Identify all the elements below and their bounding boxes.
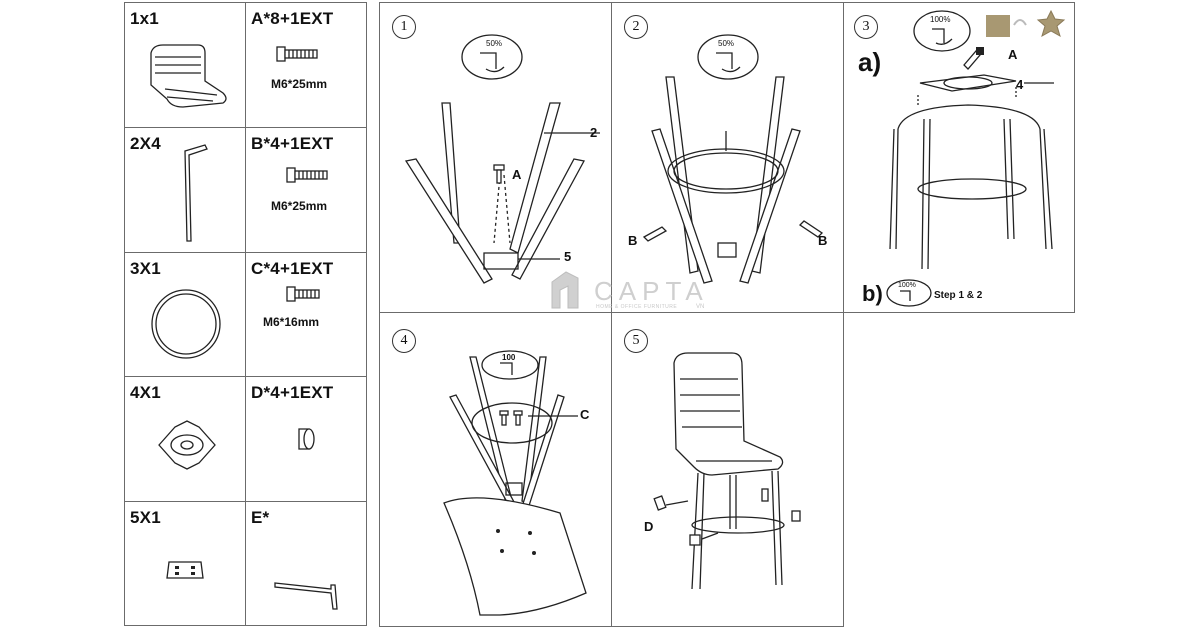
step-2-leg-assembly	[651, 76, 801, 284]
step-5-foot-caps	[653, 488, 801, 546]
hardware-e-qty: E*	[251, 508, 270, 527]
capta-tagline: HOME & OFFICE FURNITURE	[596, 304, 678, 310]
step-2-label-b-right: B	[818, 233, 828, 248]
swivel-plate-photo	[986, 15, 1010, 37]
step-1-label-plate: 5	[564, 249, 572, 264]
step-1-label-leg: 2	[590, 125, 598, 140]
bolt-b-icon	[286, 167, 328, 183]
step-3-label-a: A	[1008, 47, 1018, 62]
hardware-a-size: M6*25mm	[271, 77, 328, 91]
table-divider-row-4	[125, 501, 366, 502]
step-5-panel: 5 D	[611, 312, 844, 627]
hardware-c-size: M6*16mm	[263, 315, 320, 329]
table-divider-vertical	[245, 3, 246, 625]
step-2-bolt-b-right	[798, 220, 824, 238]
step-5-number: 5	[624, 329, 648, 353]
step-1-bolt-a	[493, 164, 505, 184]
step-3-bolt-a	[963, 47, 984, 70]
step-4-bolts-c	[499, 410, 523, 426]
step-1-leg-assembly	[404, 102, 600, 284]
bolt-c-icon	[286, 286, 320, 302]
capta-sub: VN	[696, 304, 705, 310]
step-2-number: 2	[624, 15, 648, 39]
swivel-plate-icon	[158, 420, 216, 470]
screw-turn-icon	[480, 52, 505, 73]
step-2-bolt-b-left	[642, 226, 668, 242]
step-1-panel: 1 50% A 2 5	[379, 2, 612, 313]
capta-logo-icon	[551, 271, 579, 309]
screw-turn-icon	[932, 28, 953, 45]
step-2-label-b-left: B	[628, 233, 638, 248]
screw-turn-icon	[716, 52, 741, 73]
step-5-finished-stool	[673, 352, 785, 590]
step-1-label-a: A	[512, 167, 522, 182]
step-3-stool-frame	[889, 74, 1054, 270]
arc-arrow-icon	[1013, 19, 1027, 26]
seat-icon	[150, 44, 227, 108]
allen-key-icon	[274, 582, 338, 610]
step-3-torque-b: 100%	[898, 282, 916, 289]
foot-cap-icon	[298, 428, 315, 450]
step-4-assembly	[443, 356, 587, 616]
step-4-leader-c	[528, 415, 578, 417]
part-1-qty: 1x1	[130, 9, 159, 28]
part-4-qty: 4X1	[130, 383, 161, 402]
step-5-label-d: D	[644, 519, 654, 534]
torque-screwdriver-icon	[481, 350, 539, 380]
step-4-panel: 4 100 C	[379, 312, 612, 627]
hardware-d-qty: D*4+1EXT	[251, 383, 334, 402]
footrest-ring-icon	[151, 289, 221, 359]
step-4-torque: 100	[502, 353, 516, 362]
hardware-b-size: M6*25mm	[271, 199, 328, 213]
parts-table: 1x1 A*8+1EXT M6*25mm 2X4 B*4+1EXT M6*25m…	[124, 2, 367, 626]
step-3-sub-b: b)	[862, 281, 883, 306]
bolt-a-icon	[276, 46, 318, 62]
step-4-number: 4	[392, 329, 416, 353]
table-divider-row-1	[125, 127, 366, 128]
leg-icon	[184, 144, 208, 242]
part-2-qty: 2X4	[130, 134, 161, 153]
part-3-qty: 3X1	[130, 259, 161, 278]
step-3-sub-a: a)	[858, 47, 882, 77]
step-1-torque: 50%	[486, 39, 503, 48]
hardware-c-qty: C*4+1EXT	[251, 259, 334, 278]
torque-screwdriver-icon-b	[886, 279, 932, 307]
table-divider-row-3	[125, 376, 366, 377]
step-3-label-plate: 4	[1016, 77, 1024, 92]
table-divider-row-2	[125, 252, 366, 253]
hardware-b-qty: B*4+1EXT	[251, 134, 334, 153]
mounting-plate-icon	[166, 561, 204, 579]
step-3-note-b: Step 1 & 2	[934, 290, 983, 301]
torque-screwdriver-icon	[461, 34, 523, 80]
step-4-label-c: C	[580, 407, 590, 422]
torque-screwdriver-icon	[913, 10, 971, 52]
step-2-panel: 2 50% B B	[611, 2, 844, 313]
step-3-number: 3	[854, 15, 878, 39]
capta-watermark: CAPTA HOME & OFFICE FURNITURE VN	[548, 270, 718, 314]
step-2-torque: 50%	[718, 39, 735, 48]
capta-brand: CAPTA	[594, 276, 709, 306]
step-3-torque: 100%	[930, 15, 951, 24]
part-5-qty: 5X1	[130, 508, 161, 527]
torque-screwdriver-icon	[697, 34, 759, 80]
step-1-number: 1	[392, 15, 416, 39]
step-3-panel: 3 100% a) A 4 b) 100% Step 1 & 2	[843, 2, 1075, 313]
hardware-a-qty: A*8+1EXT	[251, 9, 334, 28]
swivel-plate-photo-rotated	[1036, 9, 1066, 38]
